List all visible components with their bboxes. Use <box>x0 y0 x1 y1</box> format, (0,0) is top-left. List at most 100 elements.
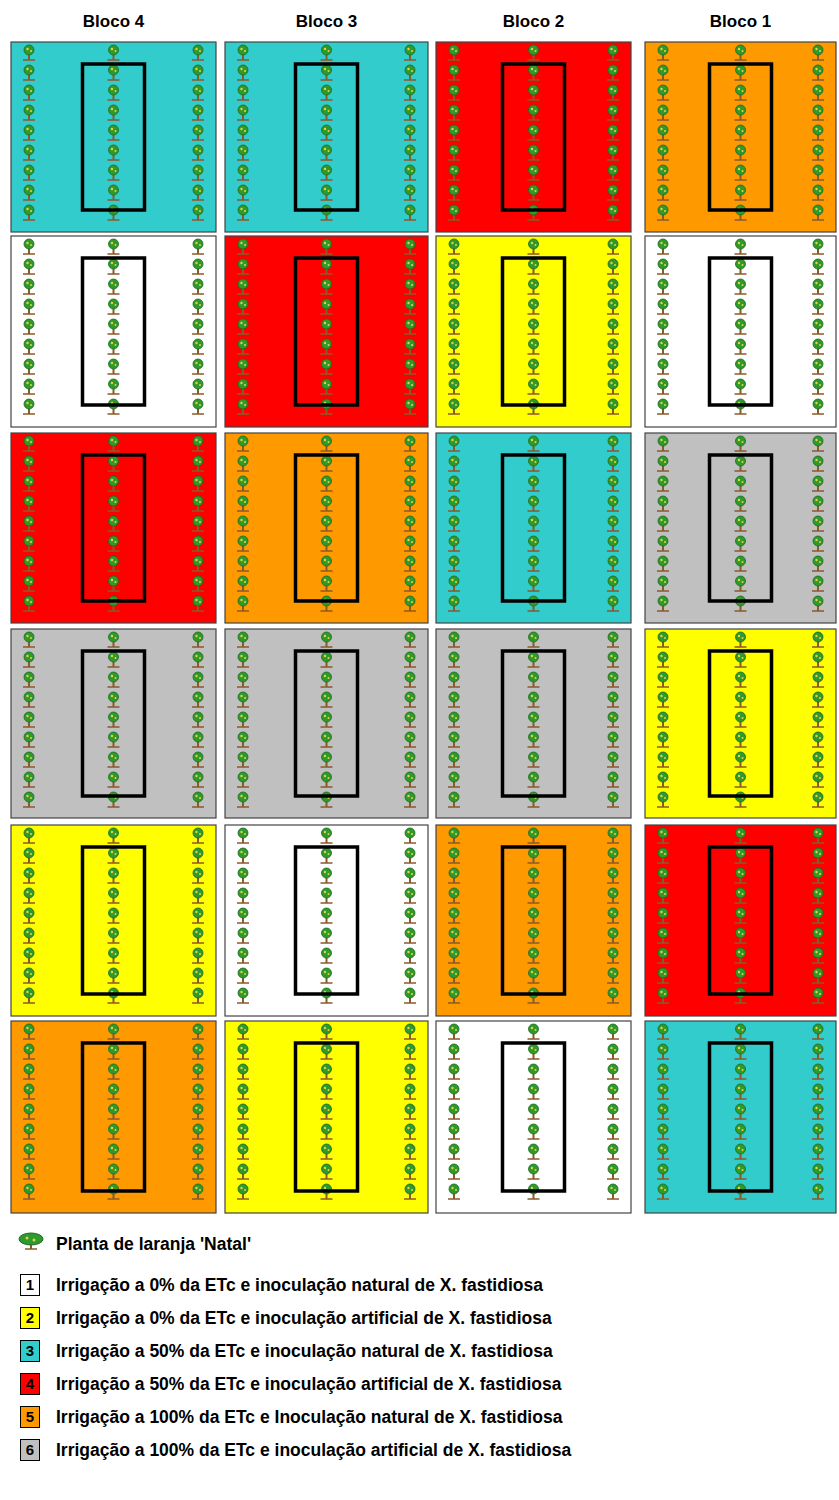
plot <box>436 433 631 623</box>
orange-tree <box>735 968 747 983</box>
orange-tree <box>192 908 204 923</box>
orange-tree <box>321 239 333 254</box>
orange-tree <box>607 576 619 591</box>
orange-tree <box>192 299 204 314</box>
orange-tree <box>448 476 460 491</box>
orange-tree <box>607 556 619 571</box>
orange-tree <box>812 205 824 220</box>
orange-tree <box>448 792 460 807</box>
orange-tree <box>23 125 35 140</box>
orange-tree <box>657 868 669 883</box>
orange-tree <box>657 45 669 60</box>
orange-tree <box>321 65 333 80</box>
orange-tree <box>735 105 747 120</box>
legend-swatch: 1 <box>20 1274 40 1296</box>
orange-tree <box>404 379 416 394</box>
orange-tree <box>192 888 204 903</box>
orange-tree <box>528 205 540 220</box>
orange-tree <box>321 359 333 374</box>
orange-tree <box>404 476 416 491</box>
orange-tree <box>812 1104 824 1119</box>
orange-tree <box>735 772 747 787</box>
orange-tree <box>448 399 460 414</box>
orange-tree <box>404 792 416 807</box>
plot <box>11 236 216 427</box>
orange-tree <box>404 928 416 943</box>
legend-swatch: 3 <box>20 1340 40 1362</box>
orange-tree <box>237 888 249 903</box>
orange-tree <box>812 379 824 394</box>
orange-tree <box>237 1124 249 1139</box>
orange-tree <box>192 145 204 160</box>
orange-tree <box>528 772 540 787</box>
orange-tree <box>735 1084 747 1099</box>
orange-tree <box>23 556 35 571</box>
orange-tree <box>404 359 416 374</box>
orange-tree <box>192 399 204 414</box>
orange-tree <box>108 1144 120 1159</box>
orange-tree <box>192 1044 204 1059</box>
orange-tree <box>404 45 416 60</box>
plot <box>645 629 836 818</box>
useful-plot-border <box>83 455 145 601</box>
orange-tree <box>448 85 460 100</box>
orange-tree <box>657 692 669 707</box>
orange-tree <box>812 279 824 294</box>
legend-swatch: 6 <box>20 1439 40 1461</box>
orange-tree <box>23 436 35 451</box>
orange-tree <box>528 712 540 727</box>
orange-tree <box>448 536 460 551</box>
orange-tree <box>108 968 120 983</box>
orange-tree <box>23 652 35 667</box>
orange-tree <box>735 85 747 100</box>
orange-tree <box>448 105 460 120</box>
orange-tree <box>23 279 35 294</box>
orange-tree <box>607 359 619 374</box>
orange-tree <box>108 712 120 727</box>
orange-tree <box>404 828 416 843</box>
orange-tree <box>108 1084 120 1099</box>
orange-tree <box>404 1044 416 1059</box>
orange-tree <box>448 672 460 687</box>
orange-tree <box>237 732 249 747</box>
orange-tree <box>448 908 460 923</box>
orange-tree <box>23 476 35 491</box>
orange-tree <box>735 888 747 903</box>
orange-tree <box>735 516 747 531</box>
useful-plot-border <box>503 1043 565 1191</box>
orange-tree <box>735 145 747 160</box>
orange-tree <box>607 319 619 334</box>
useful-plot-border <box>710 64 772 210</box>
orange-tree <box>192 1084 204 1099</box>
legend-text: Planta de laranja 'Natal' <box>56 1234 251 1255</box>
orange-tree <box>192 968 204 983</box>
orange-tree <box>607 596 619 611</box>
orange-tree <box>607 185 619 200</box>
orange-tree <box>657 1164 669 1179</box>
plot <box>645 236 836 427</box>
orange-tree <box>657 125 669 140</box>
orange-tree <box>448 556 460 571</box>
orange-tree <box>192 1164 204 1179</box>
orange-tree <box>607 772 619 787</box>
orange-tree <box>528 165 540 180</box>
orange-tree <box>192 868 204 883</box>
orange-tree <box>404 456 416 471</box>
orange-tree <box>23 1024 35 1039</box>
orange-tree <box>657 848 669 863</box>
orange-tree <box>23 632 35 647</box>
treatment-number: 2 <box>21 1308 39 1328</box>
orange-tree <box>237 1184 249 1199</box>
orange-tree <box>108 165 120 180</box>
orange-tree <box>735 596 747 611</box>
orange-tree <box>448 1184 460 1199</box>
useful-plot-border <box>83 651 145 796</box>
orange-tree <box>812 576 824 591</box>
orange-tree <box>404 772 416 787</box>
orange-tree <box>607 752 619 767</box>
orange-tree <box>321 85 333 100</box>
orange-tree <box>448 1104 460 1119</box>
orange-tree <box>192 339 204 354</box>
orange-tree <box>321 908 333 923</box>
orange-tree <box>607 536 619 551</box>
